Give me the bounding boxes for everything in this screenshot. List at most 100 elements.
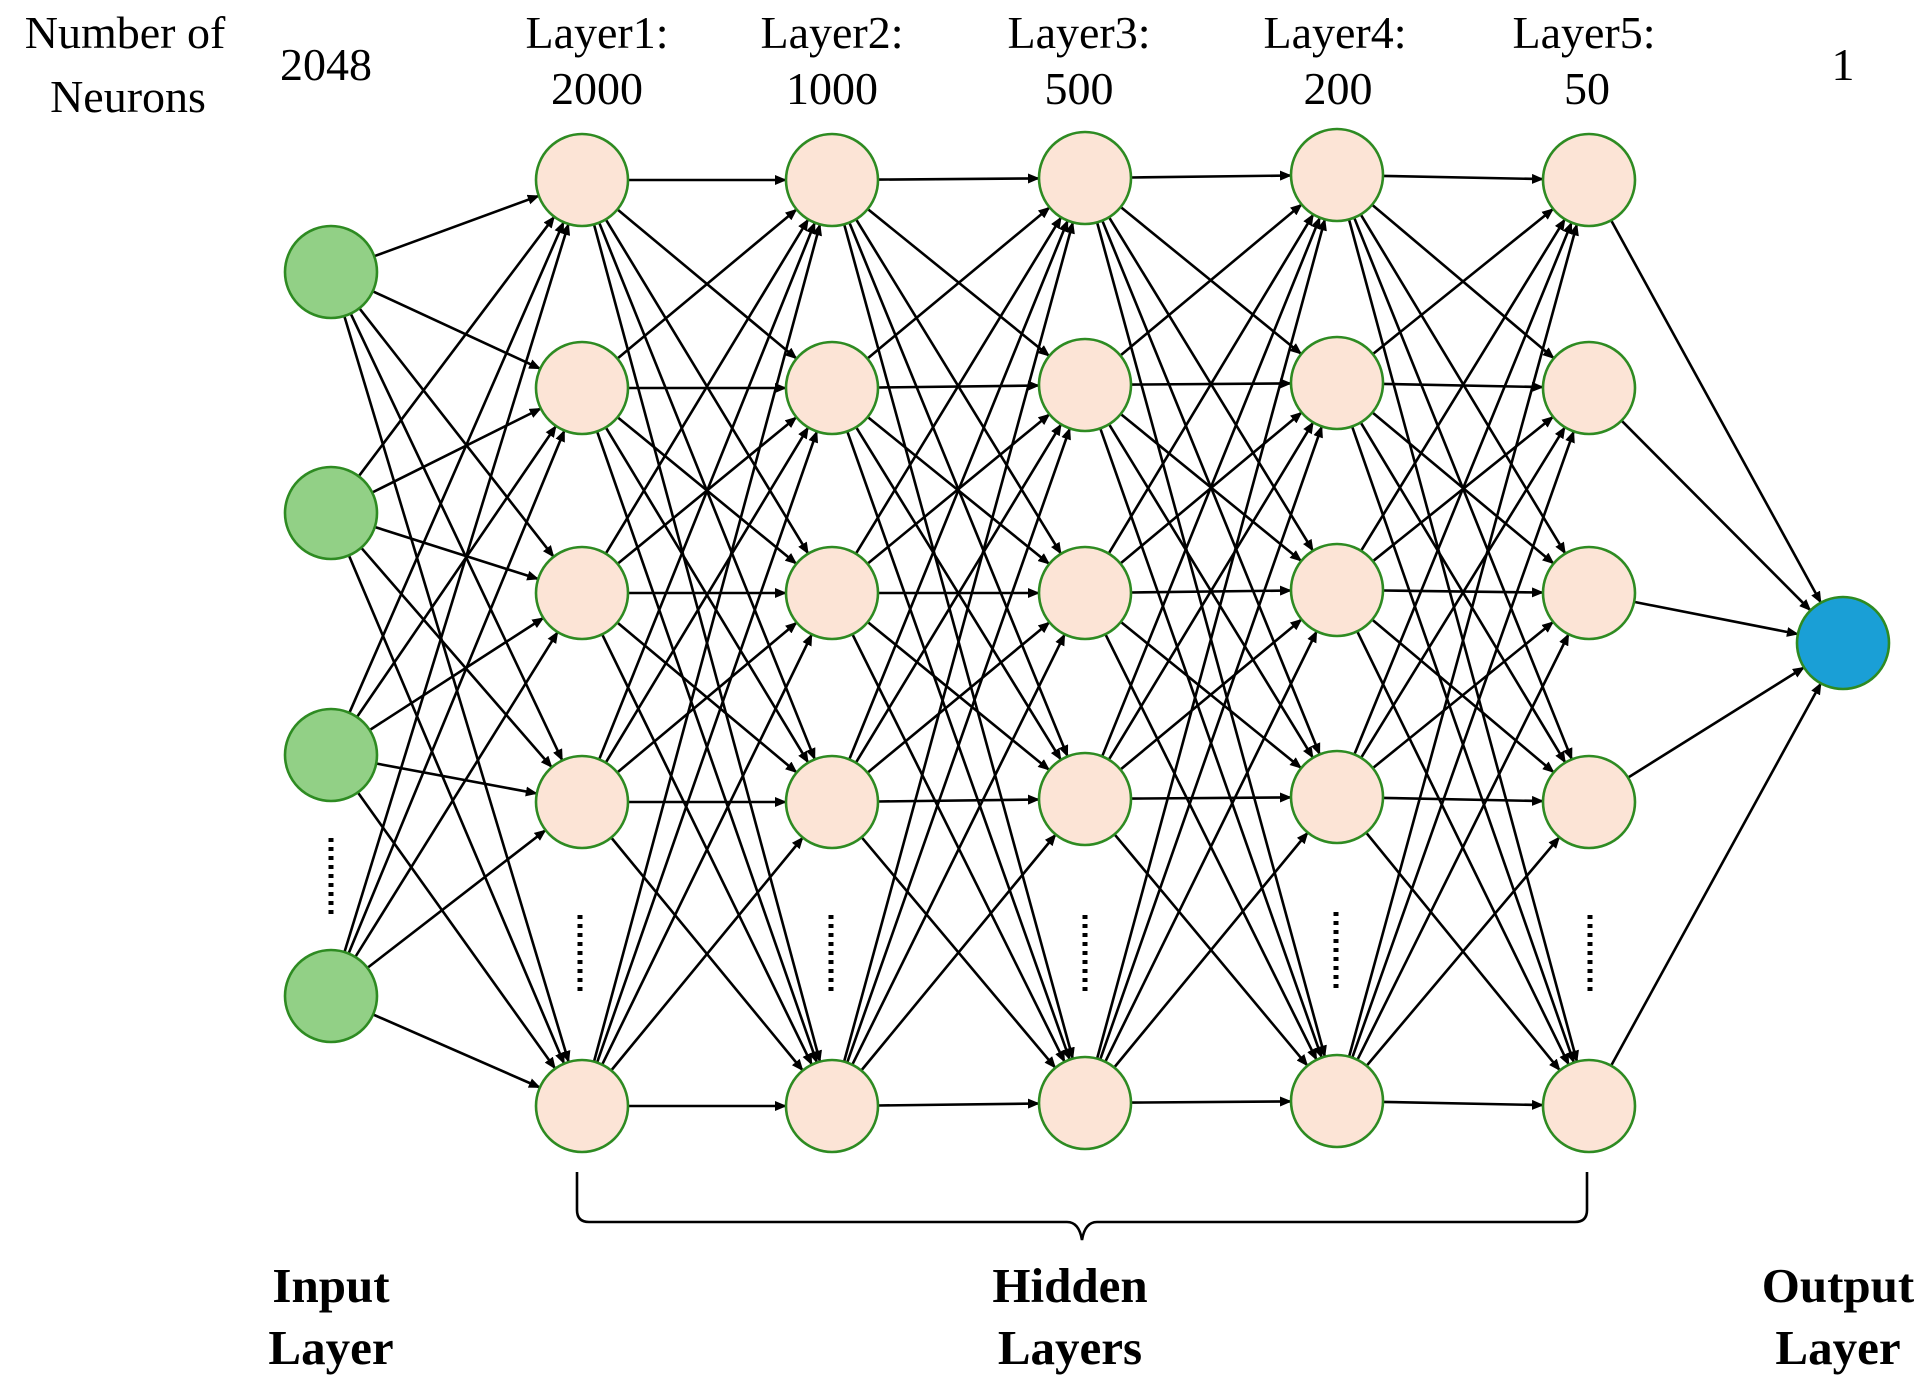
hidden4-neuron xyxy=(1289,1053,1385,1149)
edge xyxy=(1633,600,1799,637)
edge xyxy=(368,616,545,732)
hidden2-neuron xyxy=(784,754,880,850)
edge xyxy=(851,633,1066,1066)
edge xyxy=(372,1013,541,1089)
hidden2-neuron xyxy=(784,1058,880,1154)
hidden-layers-label-line2: Layers xyxy=(998,1320,1142,1375)
edge xyxy=(373,194,540,258)
edge xyxy=(616,621,798,774)
edge xyxy=(1371,207,1555,356)
hidden1-neuron xyxy=(534,545,630,641)
hidden1-neuron xyxy=(534,1058,630,1154)
edge xyxy=(358,307,555,558)
edge xyxy=(854,216,1063,555)
edge xyxy=(372,290,542,370)
neurons-label-line2: Neurons xyxy=(50,71,206,122)
edge xyxy=(366,829,547,969)
edge xyxy=(877,794,1040,805)
edge xyxy=(1107,421,1315,761)
edge xyxy=(375,762,538,797)
layer3-count: 500 xyxy=(1045,63,1114,114)
input-layer-label-line1: Input xyxy=(272,1258,390,1313)
edge xyxy=(360,546,553,769)
layer3-name: Layer3: xyxy=(1007,7,1150,58)
hidden2-neuron xyxy=(784,340,880,436)
edge xyxy=(866,621,1051,774)
edge xyxy=(1113,831,1309,1069)
connection-edges xyxy=(343,170,1823,1111)
edge xyxy=(854,423,1063,764)
edge xyxy=(1359,426,1567,759)
hidden5-neuron xyxy=(1541,1058,1637,1154)
output-neuron xyxy=(1795,595,1891,691)
edge xyxy=(1100,216,1322,757)
hidden-layers-label-line1: Hidden xyxy=(992,1258,1147,1313)
edge xyxy=(348,221,565,714)
hidden-layers-brace xyxy=(575,1172,1589,1241)
hidden1-neuron xyxy=(534,132,630,228)
edge xyxy=(597,221,817,760)
edge xyxy=(1130,792,1292,803)
edge xyxy=(1104,630,1318,1063)
output-layer-count: 1 xyxy=(1832,39,1855,90)
edge xyxy=(1627,666,1805,779)
edge xyxy=(349,313,564,762)
edge xyxy=(356,791,557,1070)
output-layer-label-line1: Output xyxy=(1762,1258,1915,1313)
hidden3-neuron xyxy=(1037,751,1133,847)
edge xyxy=(866,206,1051,360)
layer1-count: 2000 xyxy=(551,63,643,114)
edge xyxy=(354,631,559,958)
hidden3-neuron xyxy=(1037,1055,1133,1151)
edge xyxy=(877,173,1040,184)
edge xyxy=(347,554,566,1065)
edge xyxy=(601,633,813,1066)
edge xyxy=(1351,430,1575,1059)
input-neuron xyxy=(283,224,379,320)
edge xyxy=(1609,219,1823,604)
hidden5-neuron xyxy=(1541,132,1637,228)
edge xyxy=(1356,633,1570,1061)
edge xyxy=(355,425,558,718)
hidden3-neuron xyxy=(1037,130,1133,226)
edge xyxy=(1359,218,1567,552)
edge xyxy=(1365,836,1561,1067)
edge xyxy=(374,525,540,581)
edge xyxy=(595,430,819,1064)
layer4-count: 200 xyxy=(1304,63,1373,114)
neurons xyxy=(283,127,1891,1154)
hidden1-neuron xyxy=(534,340,630,436)
hidden1-neuron xyxy=(534,754,630,850)
hidden2-neuron xyxy=(784,132,880,228)
edge xyxy=(347,429,566,954)
layer2-count: 1000 xyxy=(786,63,878,114)
edge xyxy=(1095,218,1327,1059)
edge xyxy=(1382,1099,1544,1110)
layer5-name: Layer5: xyxy=(1512,7,1655,58)
input-neuron xyxy=(283,707,379,803)
edge xyxy=(1130,170,1292,181)
edge xyxy=(610,836,804,1072)
edge xyxy=(845,427,1072,1064)
hidden4-neuron xyxy=(1289,335,1385,431)
edge xyxy=(1119,203,1303,357)
edge xyxy=(842,221,1075,1062)
hidden5-neuron xyxy=(1541,545,1637,641)
hidden4-neuron xyxy=(1289,127,1385,223)
hidden5-neuron xyxy=(1541,754,1637,850)
neurons-label-line1: Number of xyxy=(25,7,226,58)
edge xyxy=(1107,213,1315,555)
output-layer-label-line2: Layer xyxy=(1775,1320,1900,1375)
input-layer-count: 2048 xyxy=(280,39,372,90)
edge xyxy=(1371,620,1555,770)
edge xyxy=(848,219,1069,760)
hidden5-neuron xyxy=(1541,340,1637,436)
edge xyxy=(1119,618,1303,771)
edge xyxy=(1382,795,1544,806)
input-neuron xyxy=(283,465,379,561)
edge xyxy=(371,407,542,494)
edge xyxy=(1353,221,1573,755)
edge xyxy=(860,833,1057,1072)
layer1-name: Layer1: xyxy=(525,7,668,58)
